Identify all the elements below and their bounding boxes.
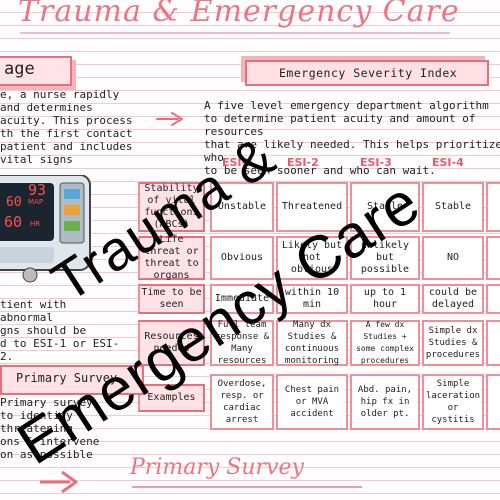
arrow-right-icon bbox=[40, 470, 78, 494]
esi-cell: Overdose, resp. or cardiac arrest bbox=[210, 374, 274, 430]
esi-column-header: ESI-2 bbox=[287, 156, 319, 169]
primary-survey-small-heading: Primary Survey bbox=[16, 371, 118, 385]
vital-signs-monitor-icon bbox=[0, 175, 91, 283]
esi-column-header: ESI-1 bbox=[222, 156, 254, 169]
triage-line: e, a nurse rapidly bbox=[0, 88, 120, 101]
esi-cell: Threatened bbox=[276, 182, 348, 232]
esi-cell: up to 1 hour bbox=[350, 284, 420, 314]
esi-cell: Stable bbox=[422, 182, 484, 232]
esi-cell: Abd. pain, hip fx in older pt. bbox=[350, 374, 420, 430]
primary-survey-box: Primary Survey bbox=[0, 365, 144, 395]
triage-description: e, a nurse rapidly and determines acuity… bbox=[0, 88, 135, 166]
esi-cell: Many dx Studies & continuous monitoring bbox=[276, 320, 348, 366]
esi-heading: Emergency Severity Index bbox=[279, 66, 458, 80]
esi-cell: Simple laceration or cystitis bbox=[422, 374, 484, 430]
esi-cell: Likely but not obvious bbox=[276, 236, 348, 280]
esi-cell: A few dx Studies + some complex procedur… bbox=[350, 320, 420, 366]
esi-cell: Chest pain or MVA accident bbox=[276, 374, 348, 430]
monitor-dia-value: 60 bbox=[6, 195, 22, 210]
arrow-right-icon bbox=[156, 112, 183, 126]
esi-column-header: ESI-3 bbox=[360, 156, 392, 169]
esi-column-header: ESI-4 bbox=[432, 156, 464, 169]
triage-heading-box: age bbox=[0, 56, 72, 86]
triage-line: patient and includes bbox=[0, 140, 133, 153]
esi-cell bbox=[486, 284, 500, 314]
esi-cell: Full team response & Many resources bbox=[210, 320, 274, 366]
esi-row-label: Examples bbox=[138, 384, 205, 412]
esi-description: A five level emergency department algori… bbox=[204, 99, 500, 177]
esi-heading-box: Emergency Severity Index bbox=[245, 60, 489, 86]
monitor-sys-value: 93 bbox=[28, 181, 47, 199]
triage-line: th the first contact bbox=[0, 127, 133, 140]
esi-row-label: Stability of vital functions (ABCs) bbox=[138, 182, 205, 232]
monitor-hr-label: HR bbox=[30, 220, 41, 228]
note-line: gns should be bbox=[0, 324, 87, 337]
esi-cell: Obvious bbox=[210, 236, 274, 280]
primary-survey-underline bbox=[132, 486, 362, 488]
esi-cell: Unstable bbox=[210, 182, 274, 232]
esi-cell: Simple dx Studies & procedures bbox=[422, 320, 484, 366]
monitor-map-label: MAP bbox=[28, 198, 44, 206]
esi-cell bbox=[486, 236, 500, 280]
triage-abnormal-note: tient with abnormal gns should be d to E… bbox=[0, 298, 120, 363]
esi-cell bbox=[486, 182, 500, 232]
triage-line: vital signs bbox=[0, 153, 73, 166]
note-line: d to ESI-1 or ESI-2. bbox=[0, 337, 120, 363]
esi-row-label: Time to be seen bbox=[138, 284, 205, 314]
triage-line: and determines bbox=[0, 101, 93, 114]
esi-cell: Immediate bbox=[210, 284, 274, 314]
monitor-hr-value: 60 bbox=[4, 213, 23, 231]
triage-heading: age bbox=[4, 59, 35, 79]
esi-cell: Stable bbox=[350, 182, 420, 232]
page-title: Trauma & Emergency Care bbox=[18, 0, 460, 29]
esi-cell bbox=[486, 320, 500, 366]
esi-cell: within 10 min bbox=[276, 284, 348, 314]
primary-survey-description: Primary survey to identify threatening o… bbox=[0, 396, 100, 461]
esi-cell: NO bbox=[422, 236, 484, 280]
esi-row-label: Resources needed bbox=[138, 320, 205, 366]
triage-line: acuity. This process bbox=[0, 114, 133, 127]
esi-cell: could be delayed bbox=[422, 284, 484, 314]
primary-survey-heading: Primary Survey bbox=[130, 455, 304, 480]
title-underline bbox=[20, 32, 450, 34]
note-line: tient with abnormal bbox=[0, 298, 67, 324]
esi-cell bbox=[486, 374, 500, 430]
esi-row-label: Life threat or threat to organs bbox=[138, 234, 205, 281]
esi-cell: unlikely but possible bbox=[350, 236, 420, 280]
